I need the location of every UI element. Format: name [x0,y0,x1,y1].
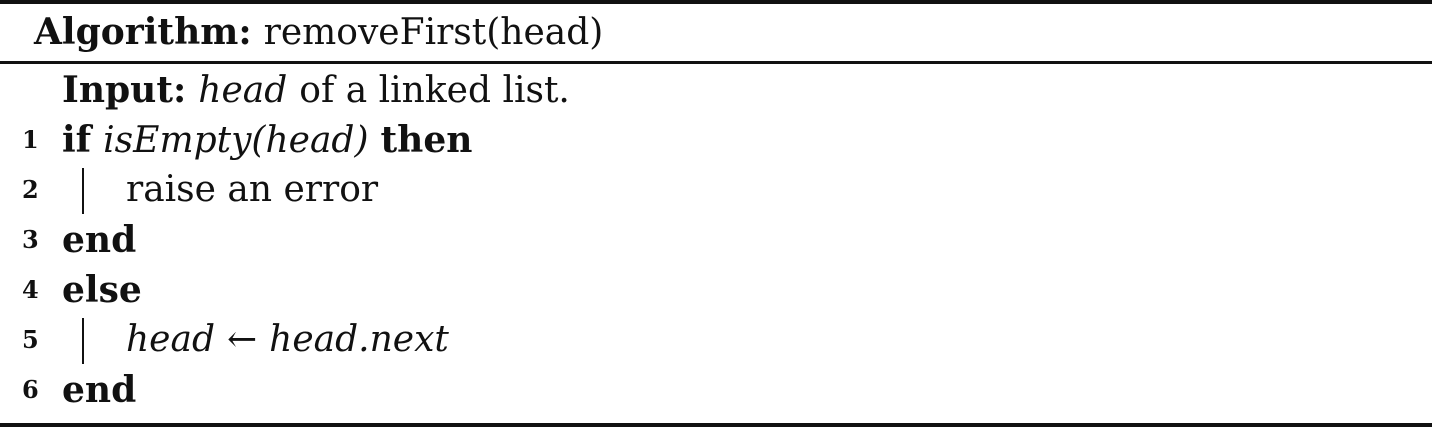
end-keyword: end [62,369,137,411]
algorithm-label: Algorithm: [34,11,252,53]
algorithm-name: removeFirst(head) [263,12,604,53]
line-content: raise an error [126,169,379,210]
assignment-lhs: head [126,319,215,360]
input-label: Input: [62,69,187,111]
if-condition: isEmpty(head) [103,120,369,161]
end-keyword: end [62,219,137,261]
line-content: if isEmpty(head) then [62,115,472,166]
else-keyword: else [62,269,142,311]
block-bar-else [82,318,84,364]
block-bar-if [82,168,84,214]
algorithm-header: Algorithm: removeFirst(head) [34,5,603,59]
if-keyword: if [62,119,92,161]
input-variable: head [198,70,288,111]
top-rule [0,0,1432,4]
line-number: 5 [22,325,39,354]
bottom-rule [0,423,1432,427]
header-rule [0,61,1432,64]
input-content: Input: head of a linked list. [62,65,570,116]
then-keyword: then [380,119,473,161]
line-number: 2 [22,175,39,204]
line-number: 4 [22,275,39,304]
input-description: of a linked list. [299,70,570,111]
assignment-rhs: head.next [269,319,449,360]
line-content: head ← head.next [126,315,449,365]
line-number: 1 [22,125,39,154]
assign-arrow-icon: ← [227,319,258,360]
line-number: 3 [22,225,39,254]
line-number: 6 [22,375,39,404]
